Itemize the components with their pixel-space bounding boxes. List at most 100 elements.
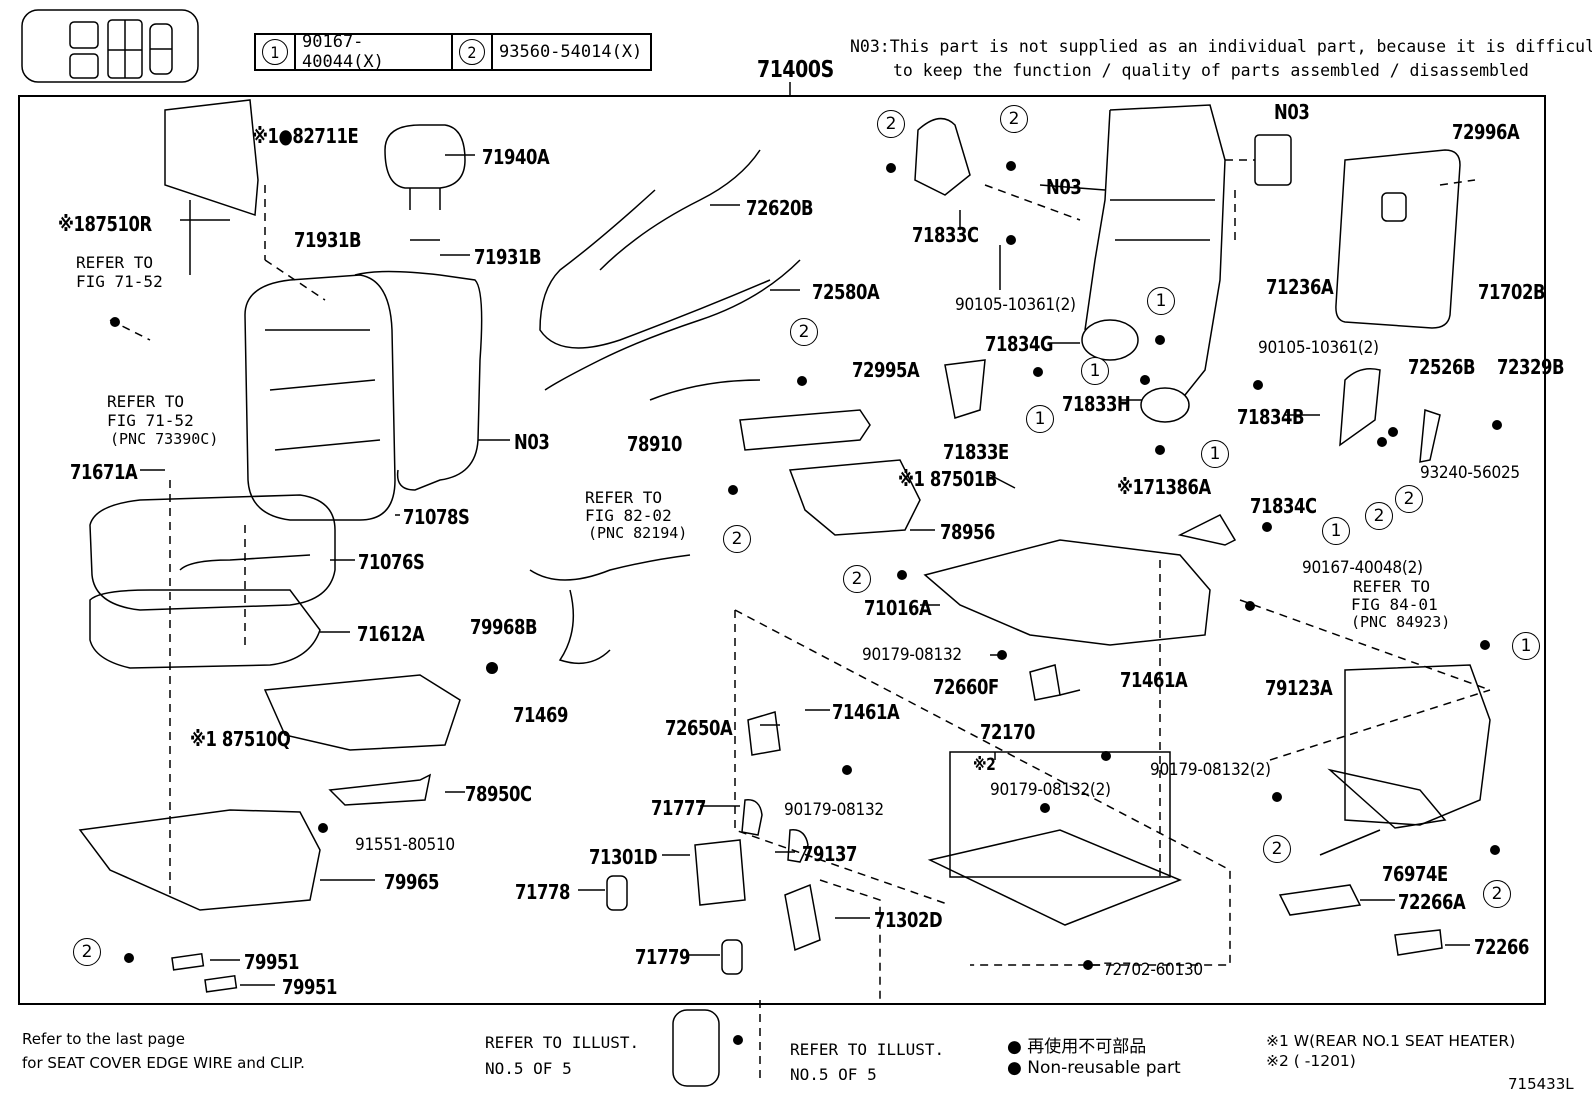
legend-non-reusable-jp: ● 再使用不可部品 bbox=[1007, 1037, 1147, 1057]
label-87501B: ※1 87501B bbox=[898, 467, 997, 491]
label-71833H: 71833H bbox=[1062, 392, 1131, 416]
label-93240-56025: 93240-56025 bbox=[1420, 463, 1520, 483]
label-71302D: 71302D bbox=[874, 908, 943, 932]
label-79123A: 79123A bbox=[1265, 676, 1333, 700]
label-90179-08132-c: 90179-08132(2) bbox=[990, 780, 1111, 800]
callout-2-bolt: 2 bbox=[790, 318, 818, 346]
label-76974E: 76974E bbox=[1382, 862, 1448, 886]
diagram-frame bbox=[18, 95, 1546, 1005]
label-79137: 79137 bbox=[802, 842, 858, 866]
label-78950C: 78950C bbox=[465, 782, 532, 806]
label-79951-a: 79951 bbox=[244, 950, 300, 974]
label-71236A: 71236A bbox=[1266, 275, 1334, 299]
refer-illust-left-line1: REFER TO ILLUST. bbox=[485, 1033, 640, 1052]
refer-fig-82-02-line1: REFER TO bbox=[585, 488, 663, 507]
label-72620B: 72620B bbox=[746, 196, 814, 220]
label-72329B: 72329B bbox=[1497, 355, 1565, 379]
label-72266A: 72266A bbox=[1398, 890, 1466, 914]
callout-2-bolt: 2 bbox=[1483, 880, 1511, 908]
assembly-number: 71400S bbox=[757, 57, 834, 83]
label-72650A: 72650A bbox=[665, 716, 733, 740]
label-82711E: ※1●82711E bbox=[252, 124, 359, 148]
label-71702B: 71702B bbox=[1478, 280, 1546, 304]
callout-2-bolt: 2 bbox=[1000, 105, 1028, 133]
label-72995A: 72995A bbox=[852, 358, 920, 382]
label-78956: 78956 bbox=[940, 520, 996, 544]
callout-2-bolt: 2 bbox=[73, 938, 101, 966]
label-90179-08132-b: 90179-08132(2) bbox=[1150, 760, 1271, 780]
label-N03-frame: N03 bbox=[1046, 175, 1082, 199]
label-71386A: ※171386A bbox=[1117, 475, 1211, 499]
note-n03-line2: to keep the function / quality of parts … bbox=[893, 61, 1529, 80]
callout-2-bolt: 1 bbox=[1512, 632, 1540, 660]
label-71777: 71777 bbox=[651, 796, 707, 820]
callout-1-bolt: 1 bbox=[1147, 287, 1175, 315]
refer-illust-left-line2: NO.5 OF 5 bbox=[485, 1059, 572, 1078]
label-72580A: 72580A bbox=[812, 280, 880, 304]
callout-2-bolt: 2 bbox=[723, 525, 751, 553]
label-N03-module: N03 bbox=[1274, 100, 1310, 124]
label-72266: 72266 bbox=[1474, 935, 1530, 959]
label-72170: 72170 bbox=[980, 720, 1036, 744]
label-71833C: 71833C bbox=[912, 223, 979, 247]
label-N03-seatback: N03 bbox=[514, 430, 550, 454]
refer-fig-71-52-line1: REFER TO bbox=[76, 253, 154, 272]
label-72702-60130: 72702-60130 bbox=[1103, 960, 1203, 980]
label-71671A: 71671A bbox=[70, 460, 138, 484]
label-71778: 71778 bbox=[515, 880, 571, 904]
callout-2-bolt: 2 bbox=[843, 565, 871, 593]
refer-fig-84-01-line3: (PNC 84923) bbox=[1351, 613, 1451, 631]
refer-fig-82-02-line2: FIG 82-02 bbox=[585, 506, 672, 525]
label-x2-mark: ※2 bbox=[973, 755, 996, 775]
note-n03-line1: N03:This part is not supplied as an indi… bbox=[850, 37, 1592, 56]
label-72526B: 72526B bbox=[1408, 355, 1476, 379]
callout-1-bolt: 1 bbox=[1322, 517, 1350, 545]
label-87510R: ※187510R bbox=[58, 212, 152, 236]
legend-num-2: 2 bbox=[459, 39, 485, 65]
label-71834G: 71834G bbox=[985, 332, 1054, 356]
refer-fig-84-01-line1: REFER TO bbox=[1353, 577, 1431, 596]
refer-fig-71-52-line2: FIG 71-52 bbox=[76, 272, 163, 291]
seat-layout-thumbnail-icon bbox=[21, 9, 199, 83]
label-71834B: 71834B bbox=[1237, 405, 1305, 429]
label-90167-40048: 90167-40048(2) bbox=[1302, 558, 1423, 578]
refer-fig-71-52b-line3: (PNC 73390C) bbox=[110, 430, 219, 448]
footer-refer-last-page-1: Refer to the last page bbox=[22, 1030, 185, 1048]
legend-part-1: 90167-40044(X) bbox=[296, 32, 453, 72]
fastener-legend: 1 90167-40044(X) 2 93560-54014(X) bbox=[254, 32, 652, 72]
callout-1-bolt: 1 bbox=[1201, 440, 1229, 468]
label-71779: 71779 bbox=[635, 945, 691, 969]
label-71301D: 71301D bbox=[589, 845, 658, 869]
label-71078S: 71078S bbox=[403, 505, 470, 529]
refer-fig-71-52b-line2: FIG 71-52 bbox=[107, 411, 194, 430]
label-72996A: 72996A bbox=[1452, 120, 1520, 144]
callout-2-bolt: 2 bbox=[877, 110, 905, 138]
note-x1-heater: ※1 W(REAR NO.1 SEAT HEATER) bbox=[1266, 1032, 1516, 1050]
label-71076S: 71076S bbox=[358, 550, 425, 574]
label-72660F: 72660F bbox=[933, 675, 999, 699]
label-79968B: 79968B bbox=[470, 615, 538, 639]
label-71469: 71469 bbox=[513, 703, 569, 727]
label-90105-10361-b: 90105-10361(2) bbox=[1258, 338, 1379, 358]
label-90179-08132-a: 90179-08132 bbox=[862, 645, 962, 665]
refer-fig-84-01-line2: FIG 84-01 bbox=[1351, 595, 1438, 614]
refer-fig-82-02-line3: (PNC 82194) bbox=[588, 524, 688, 542]
label-79951-b: 79951 bbox=[282, 975, 338, 999]
label-71833E: 71833E bbox=[943, 440, 1009, 464]
callout-2-bolt: 2 bbox=[1365, 502, 1393, 530]
label-90179-08132-d: 90179-08132 bbox=[784, 800, 884, 820]
figure-id: 715433L bbox=[1508, 1075, 1574, 1093]
refer-fig-71-52b-line1: REFER TO bbox=[107, 392, 185, 411]
legend-part-2: 93560-54014(X) bbox=[499, 42, 643, 62]
label-71016A: 71016A bbox=[864, 596, 932, 620]
label-71461A-b: 71461A bbox=[832, 700, 900, 724]
refer-illust-right-line2: NO.5 OF 5 bbox=[790, 1065, 877, 1084]
label-71461A-a: 71461A bbox=[1120, 668, 1188, 692]
legend-non-reusable-en: ● Non-reusable part bbox=[1007, 1058, 1181, 1078]
label-91551-80510: 91551-80510 bbox=[355, 835, 455, 855]
callout-2-bolt: 2 bbox=[1395, 485, 1423, 513]
label-87510Q: ※1 87510Q bbox=[190, 727, 291, 751]
legend-num-1: 1 bbox=[262, 39, 288, 65]
label-71834C: 71834C bbox=[1250, 494, 1317, 518]
